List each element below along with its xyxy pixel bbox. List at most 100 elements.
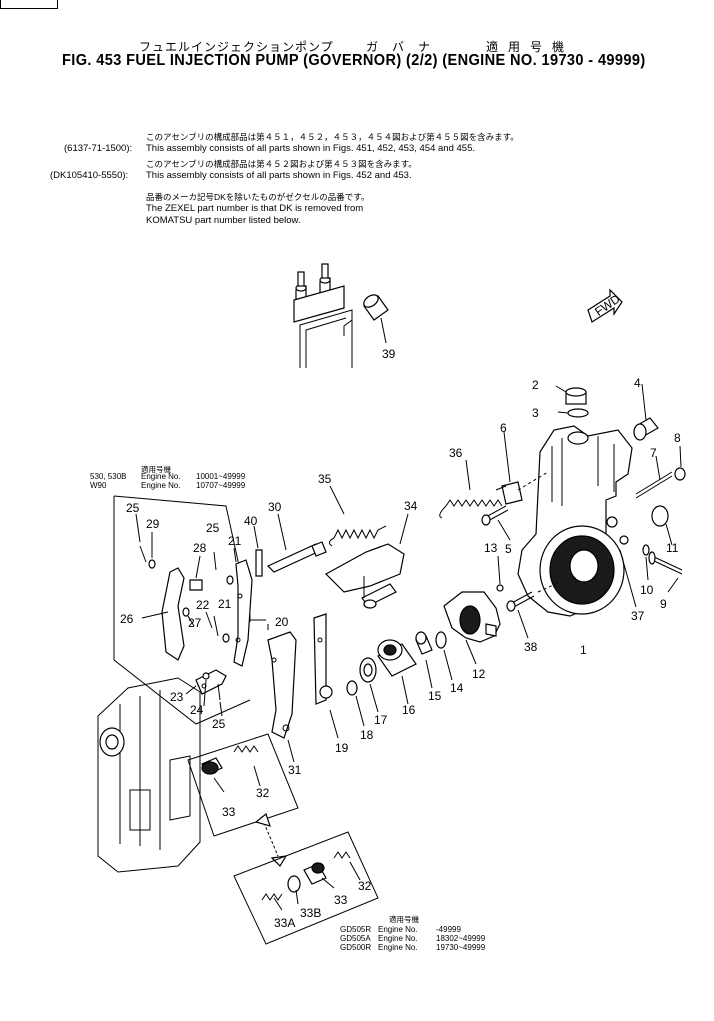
callout-25a: 25 [126,501,140,515]
cap-11 [651,505,673,546]
applicability-1-model-1: 530, 530B [90,472,127,481]
pin-13 [496,555,504,592]
callout-39: 39 [382,347,396,361]
applicability-1-model-2: W90 [90,481,107,490]
callout-17: 17 [374,713,388,727]
applicability-2-range-3: 19730~49999 [436,943,486,952]
callout-35: 35 [318,472,332,486]
applicability-2-model-3: GD500R [340,943,372,952]
applicability-1-range-1: 10001~49999 [196,472,246,481]
callout-6: 6 [500,421,507,435]
bearing-16 [377,639,417,705]
callout-40: 40 [244,514,258,528]
washer-14 [435,631,453,681]
applicability-2-model-1: GD505R [340,925,372,934]
callout-20: 20 [275,615,289,629]
callout-31: 31 [288,763,302,777]
nut-8 [674,445,686,481]
ring-17 [359,657,379,713]
callout-labels: 1 2 3 4 5 6 7 8 9 10 11 12 13 14 15 16 1… [120,347,681,930]
page-corner-box [0,0,58,9]
callout-28: 28 [193,541,207,555]
japanese-title: フュエルインジェクションポンプ [139,40,334,54]
callout-33A: 33A [274,916,295,930]
callout-32b: 32 [358,879,372,893]
pin-25-mid [213,551,217,571]
callout-11: 11 [666,541,679,555]
callout-32a: 32 [256,786,270,800]
lever-19 [313,613,339,739]
applicability-2-engine-label-2: Engine No. [378,934,418,943]
washer-24 [202,672,210,707]
double-arrow-icon [254,812,288,867]
applicability-1-engine-label-2: Engine No. [141,481,181,490]
bolt-9 [648,551,683,593]
note-2-text: This assembly consists of all parts show… [146,170,412,181]
note-2-japanese: このアセンブリの構成部品は第４５２図および第４５３図を含みます。 [146,159,417,169]
callout-14: 14 [450,681,464,695]
callout-21a: 21 [228,534,242,548]
callout-24: 24 [190,703,204,717]
callout-3: 3 [532,406,539,420]
pump-body [97,677,201,873]
callout-1: 1 [580,643,587,657]
lever-6 [501,431,523,505]
callout-22: 22 [196,598,210,612]
applicability-1-engine-label-1: Engine No. [141,472,181,481]
applicability-2-japanese: 適用号機 [389,915,419,924]
callout-30: 30 [268,500,282,514]
bolt-40 [253,525,263,577]
callout-2: 2 [532,378,539,392]
washer-29 [148,532,156,569]
applicability-2-range-2: 18302~49999 [436,934,486,943]
stud-7 [635,455,673,499]
callout-18: 18 [360,728,374,742]
callout-25b: 25 [206,521,220,535]
note-3-text-line-2: KOMATSU part number listed below. [146,215,301,226]
bolt-5 [481,505,511,541]
applicability-2-model-2: GD505A [340,934,371,943]
bolt-38 [506,591,535,639]
sleeve-39 [363,294,389,344]
callout-21b: 21 [218,597,232,611]
pin-28 [189,555,203,591]
sleeve-15 [415,631,433,689]
callout-23: 23 [170,690,184,704]
plug-2 [555,385,587,405]
bracket-34 [325,513,409,609]
callout-34: 34 [404,499,418,513]
japanese-applicable-label: 適用号機 [486,40,575,54]
subbox-lower [233,831,379,945]
washer-27 [182,607,195,627]
callout-5: 5 [505,542,512,556]
plug-4 [633,383,659,441]
callout-12: 12 [472,667,486,681]
callout-8: 8 [674,431,681,445]
japanese-governor-label: ガバナ [366,40,445,54]
flyweight-12 [443,591,501,665]
link-30 [266,513,327,573]
callout-36: 36 [449,446,463,460]
spring-35 [328,485,387,547]
callout-10: 10 [640,583,654,597]
washer-18 [346,680,365,727]
lever-26 [141,567,185,661]
callout-27: 27 [188,616,202,630]
fwd-arrow-icon: FWD [587,288,623,323]
callout-16: 16 [402,703,416,717]
pin-25-bottom [217,683,223,717]
callout-19: 19 [335,741,349,755]
callout-26: 26 [120,612,134,626]
note-1-part-code: (6137-71-1500): [64,143,133,154]
spring-36 [439,459,507,519]
callout-7: 7 [650,446,657,460]
pin-25-top [135,513,147,563]
note-1-text: This assembly consists of all parts show… [146,143,475,154]
applicability-1-range-2: 10707~49999 [196,481,246,490]
note-1-japanese: このアセンブリの構成部品は第４５１，４５２，４５３，４５４図および第４５５図を含… [146,132,519,142]
nut-21 [226,575,234,585]
note-3-text-line-1: The ZEXEL part number is that DK is remo… [146,203,364,214]
note-2-part-code: (DK105410-5550): [50,170,129,181]
